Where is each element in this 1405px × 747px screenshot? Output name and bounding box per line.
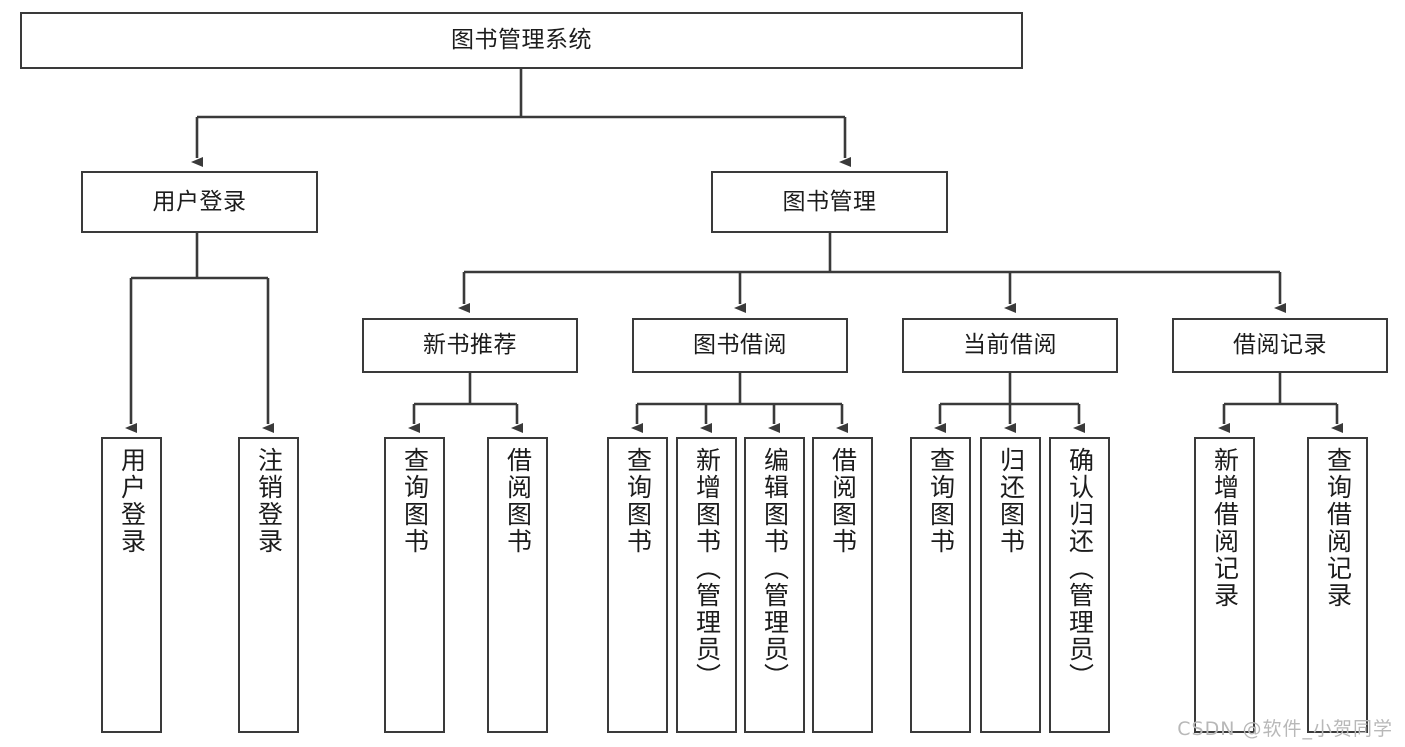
node-label: 新增图书（管理员） <box>692 447 722 690</box>
node-label: 查询图书 <box>400 447 430 555</box>
leaf-query-book-recommend[interactable]: 查询图书 <box>384 437 445 733</box>
node-book-management[interactable]: 图书管理 <box>711 171 948 233</box>
node-label: 借阅记录 <box>1233 332 1327 359</box>
node-label: 查询借阅记录 <box>1323 447 1353 609</box>
leaf-edit-book-admin[interactable]: 编辑图书（管理员） <box>744 437 805 733</box>
node-label: 借阅图书 <box>828 447 858 555</box>
node-book-borrow[interactable]: 图书借阅 <box>632 318 848 373</box>
node-label: 确认归还（管理员） <box>1065 447 1095 690</box>
leaf-add-borrow-record[interactable]: 新增借阅记录 <box>1194 437 1255 733</box>
leaf-query-book-current[interactable]: 查询图书 <box>910 437 971 733</box>
node-label: 注销登录 <box>254 447 284 555</box>
leaf-add-book-admin[interactable]: 新增图书（管理员） <box>676 437 737 733</box>
csdn-watermark: CSDN @软件_小贺同学 <box>1177 718 1393 740</box>
node-label: 新书推荐 <box>423 332 517 359</box>
leaf-query-borrow-record[interactable]: 查询借阅记录 <box>1307 437 1368 733</box>
node-label: 新增借阅记录 <box>1210 447 1240 609</box>
node-label: 图书借阅 <box>693 332 787 359</box>
node-label: 当前借阅 <box>963 332 1057 359</box>
node-label: 查询图书 <box>926 447 956 555</box>
node-label: 借阅图书 <box>503 447 533 555</box>
node-new-book-recommend[interactable]: 新书推荐 <box>362 318 578 373</box>
node-current-borrow[interactable]: 当前借阅 <box>902 318 1118 373</box>
node-label: 编辑图书（管理员） <box>760 447 790 690</box>
leaf-return-book[interactable]: 归还图书 <box>980 437 1041 733</box>
leaf-logout[interactable]: 注销登录 <box>238 437 299 733</box>
node-label: 用户登录 <box>117 447 147 555</box>
node-label: 图书管理系统 <box>451 27 592 54</box>
leaf-query-book-borrow[interactable]: 查询图书 <box>607 437 668 733</box>
node-borrow-record[interactable]: 借阅记录 <box>1172 318 1388 373</box>
node-root-system[interactable]: 图书管理系统 <box>20 12 1023 69</box>
node-user-login[interactable]: 用户登录 <box>81 171 318 233</box>
node-label: 图书管理 <box>782 188 877 215</box>
node-label: 查询图书 <box>623 447 653 555</box>
leaf-confirm-return-admin[interactable]: 确认归还（管理员） <box>1049 437 1110 733</box>
leaf-borrow-book-recommend[interactable]: 借阅图书 <box>487 437 548 733</box>
node-label: 用户登录 <box>152 188 247 215</box>
node-label: 归还图书 <box>996 447 1026 555</box>
leaf-user-login[interactable]: 用户登录 <box>101 437 162 733</box>
leaf-borrow-book[interactable]: 借阅图书 <box>812 437 873 733</box>
